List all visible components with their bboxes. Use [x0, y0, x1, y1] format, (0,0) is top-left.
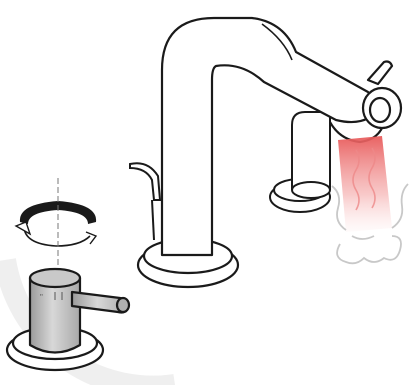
drain-lever	[130, 163, 160, 240]
hot-water-stream	[338, 136, 392, 232]
svg-text:": "	[40, 293, 43, 302]
right-valve	[270, 112, 330, 212]
